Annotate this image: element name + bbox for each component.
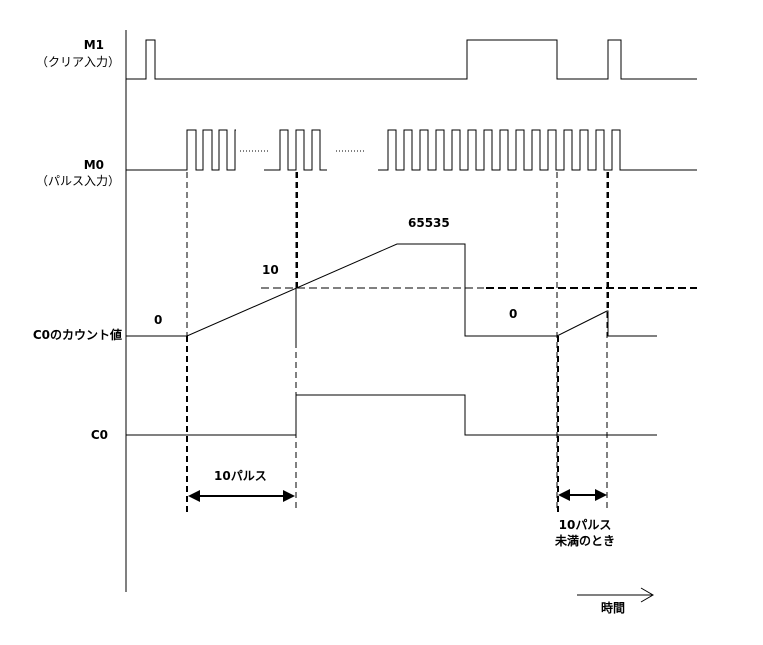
m1-label: M1 [83,38,104,52]
under-ten-arrowhead-right [595,489,607,501]
under-ten-label-line2: 未満のとき [554,534,615,548]
m1-description: （クリア入力） [35,55,120,69]
max-count-value: 65535 [408,216,450,230]
m0-label: M0 [83,158,104,172]
initial-count-value: 0 [154,313,163,327]
c0-waveform [126,394,657,436]
m0-description: （パルス入力） [35,174,120,188]
count-value-label: C0のカウント値 [32,328,122,342]
count-value-reset-waveform [607,310,657,337]
time-axis-label: 時間 [601,601,626,615]
ten-pulses-arrowhead-left [188,490,200,502]
ten-pulses-arrowhead-right [283,490,295,502]
m0-waveform-segment-3 [378,129,697,171]
c0-label: C0 [90,428,108,442]
count-value-waveform [126,243,608,337]
ten-pulses-label: 10パルス [214,469,267,483]
under-ten-label-line1: 10パルス [558,518,612,532]
setpoint-value: 10 [262,263,279,277]
m0-waveform-segment-1 [126,129,236,171]
time-axis-arrowhead [640,587,654,603]
under-ten-arrowhead-left [558,489,570,501]
m0-waveform-segment-2 [264,129,327,171]
reset-count-value: 0 [509,307,518,321]
m1-waveform [126,39,697,80]
